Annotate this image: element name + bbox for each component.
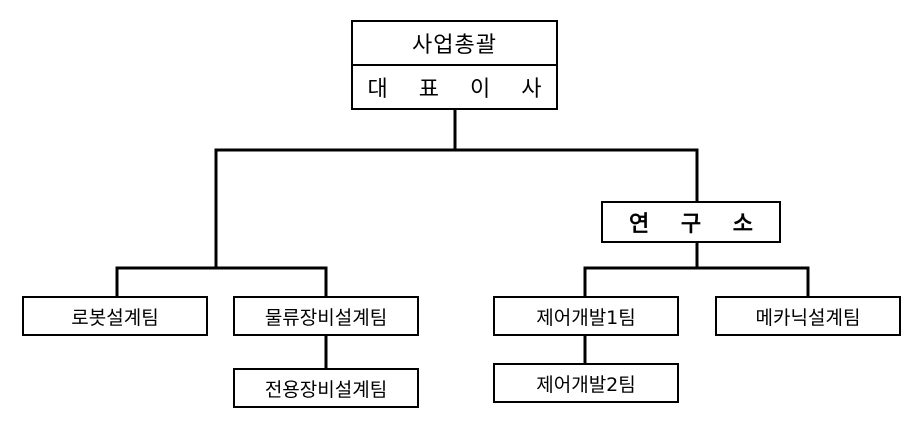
robot-design-team-label: 로봇설계팀	[71, 306, 159, 329]
robot-design-team-box: 로봇설계팀	[22, 296, 208, 336]
research-lab-label: 연 구 소	[628, 212, 766, 237]
control-dev-2-team-label: 제어개발2팀	[536, 373, 636, 396]
research-lab-box: 연 구 소	[601, 201, 781, 243]
mechanics-design-team-box: 메카닉설계팀	[715, 296, 901, 336]
business-head-box: 사업총괄	[351, 20, 558, 66]
control-dev-1-team-label: 제어개발1팀	[536, 306, 636, 329]
control-dev-1-team-box: 제어개발1팀	[493, 296, 679, 336]
dedicated-equipment-team-label: 전용장비설계팀	[264, 378, 388, 401]
business-head-label: 사업총괄	[412, 33, 497, 58]
mechanics-design-team-label: 메카닉설계팀	[755, 306, 861, 329]
ceo-box: 대 표 이 사	[351, 64, 558, 110]
logistics-equipment-team-label: 물류장비설계팀	[264, 306, 388, 329]
control-dev-2-team-box: 제어개발2팀	[493, 363, 679, 403]
logistics-equipment-team-box: 물류장비설계팀	[233, 296, 419, 336]
dedicated-equipment-team-box: 전용장비설계팀	[233, 368, 419, 408]
ceo-label: 대 표 이 사	[367, 77, 554, 102]
